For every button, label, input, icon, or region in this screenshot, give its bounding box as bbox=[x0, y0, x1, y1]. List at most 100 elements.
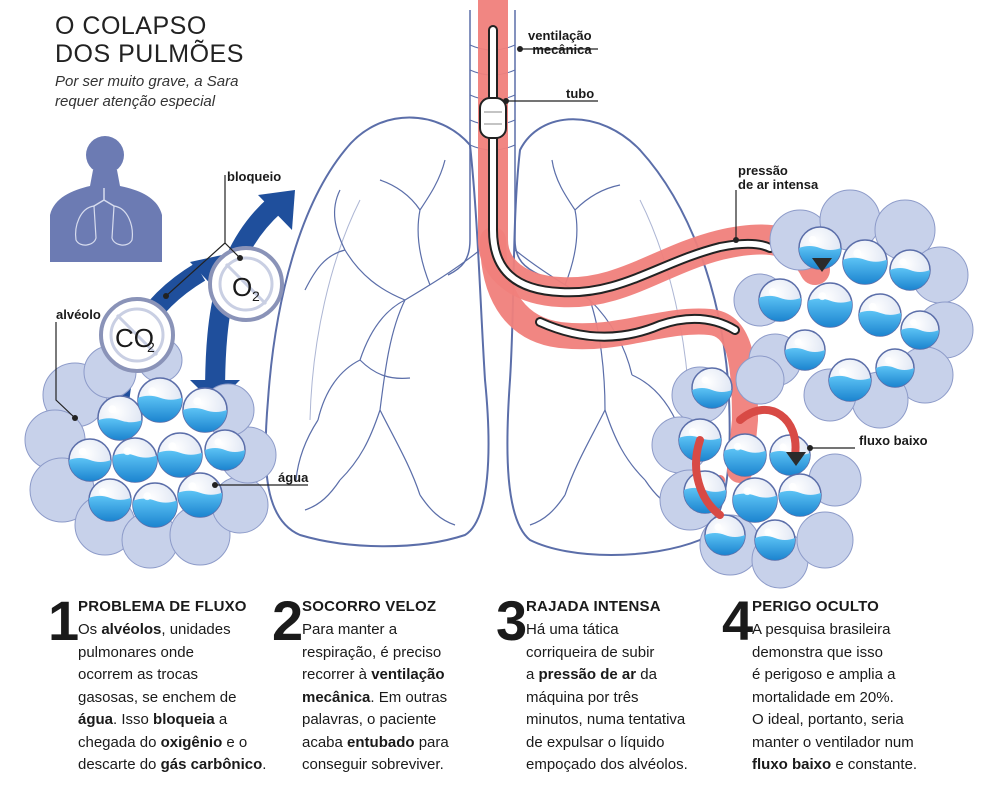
label-ventilacao-line-2: mecânica bbox=[532, 42, 592, 57]
step-body: A pesquisa brasileira demonstra que isso é… bbox=[752, 619, 917, 777]
alveolus-ball bbox=[858, 293, 902, 337]
label-pressao-line-2: de ar intensa bbox=[738, 177, 819, 192]
alveolus-ball bbox=[758, 278, 802, 322]
label-bloqueio: bloqueio bbox=[227, 169, 282, 184]
bronchial-tree-left bbox=[295, 159, 481, 526]
alveolus-ball bbox=[828, 358, 872, 402]
step-body-line: Para manter a bbox=[302, 621, 398, 638]
co2-subscript: 2 bbox=[147, 339, 155, 355]
step-body-line: a pressão de ar da bbox=[526, 666, 657, 683]
leader-dots bbox=[72, 46, 813, 488]
step-body-line: é perigoso e amplia a bbox=[752, 666, 896, 683]
step-body-line: corriqueira de subir bbox=[526, 643, 655, 661]
step-body-line: água. Isso bloqueia a bbox=[78, 711, 228, 728]
step-body-line: chegada do oxigênio e o bbox=[78, 733, 248, 751]
label-alveolo: alvéolo bbox=[56, 307, 101, 322]
o2-subscript: 2 bbox=[252, 288, 260, 304]
step-body: Para manter a respiração, é preciso recorr… bbox=[302, 619, 449, 777]
step-body-line: empoçado dos alvéolos. bbox=[526, 756, 688, 773]
page-subtitle: Por ser muito grave, a Sara requer atenç… bbox=[55, 72, 245, 112]
step-number: 2 bbox=[272, 589, 304, 652]
alveolus-ball bbox=[875, 348, 915, 388]
alveolus-ball bbox=[88, 478, 132, 522]
alveoli-balls-left bbox=[68, 377, 246, 528]
alveolus-ball bbox=[112, 437, 158, 483]
title-line-1: O COLAPSO bbox=[55, 12, 207, 40]
step-body-line: respiração, é preciso bbox=[302, 643, 442, 661]
title-line-2: DOS PULMÕES bbox=[55, 40, 244, 68]
step-body-line: A pesquisa brasileira bbox=[752, 621, 891, 638]
alveolus-ball bbox=[842, 239, 888, 285]
label-pressao: pressão de ar intensa bbox=[738, 164, 818, 192]
person-silhouette-icon bbox=[50, 136, 162, 262]
step-body-line: gasosas, se enchem de bbox=[78, 688, 237, 706]
step-body-line: demonstra que isso bbox=[752, 643, 883, 661]
alveolus-ball bbox=[778, 473, 822, 517]
alveoli-balls-right-top bbox=[758, 226, 940, 402]
step-heading: SOCORRO VELOZ bbox=[302, 598, 437, 615]
step-body-line: recorrer à ventilação bbox=[302, 666, 445, 683]
alveoli-balls-right-bottom bbox=[678, 367, 822, 561]
step-body-line: ocorrem as trocas bbox=[78, 666, 199, 683]
label-pressao-line-1: pressão bbox=[738, 163, 788, 178]
step-body: Os alvéolos, unidades pulmonares onde ocor… bbox=[78, 619, 266, 777]
label-tubo: tubo bbox=[566, 86, 595, 101]
subtitle-line-2: requer atenção especial bbox=[55, 93, 216, 110]
label-ventilacao-line-1: ventilação bbox=[528, 28, 592, 43]
tube-cuff bbox=[479, 97, 507, 139]
step-body-line: máquina por três bbox=[526, 688, 639, 706]
alveolus-ball bbox=[784, 329, 826, 371]
alveolus-ball bbox=[204, 429, 246, 471]
step-number: 1 bbox=[48, 589, 80, 652]
step-body: Há uma tática corriqueira de subir a press… bbox=[526, 619, 688, 777]
step-body-line: O ideal, portanto, seria bbox=[752, 711, 904, 728]
co2-blocked-icon bbox=[99, 297, 175, 373]
alveolus-ball bbox=[68, 438, 112, 482]
step-body-line: descarte do gás carbônico. bbox=[78, 756, 267, 773]
co2-label: CO bbox=[115, 323, 154, 353]
alveolus-ball bbox=[691, 367, 733, 409]
subtitle-line-1: Por ser muito grave, a Sara bbox=[55, 73, 239, 90]
alveolus-ball bbox=[177, 472, 223, 518]
arrow-head-icon bbox=[812, 258, 832, 272]
o2-blocked-icon bbox=[208, 246, 284, 322]
step-heading: RAJADA INTENSA bbox=[526, 598, 661, 615]
step-body-line: Os alvéolos, unidades bbox=[78, 621, 231, 638]
step-heading: PERIGO OCULTO bbox=[752, 598, 880, 615]
alveolus-ball bbox=[754, 519, 796, 561]
step-body-line: pulmonares onde bbox=[78, 643, 194, 661]
step-body-line: mecânica. Em outras bbox=[302, 688, 448, 706]
o2-label: O bbox=[232, 272, 252, 302]
arrow-head-icon bbox=[786, 452, 806, 466]
step-body-line: conseguir sobreviver. bbox=[302, 756, 444, 773]
step-number: 3 bbox=[496, 589, 528, 652]
alveolus-ball bbox=[97, 395, 143, 441]
ventilator-tube bbox=[488, 25, 775, 342]
step-body-line: minutos, numa tentativa bbox=[526, 711, 686, 728]
alveolus-ball bbox=[807, 282, 853, 328]
alveolus-ball bbox=[732, 477, 778, 523]
alveolus-ball bbox=[157, 432, 203, 478]
label-ventilacao: ventilação mecânica bbox=[528, 29, 592, 57]
step-body-line: manter o ventilador num bbox=[752, 733, 914, 751]
step-body-line: acaba entubado para bbox=[302, 733, 449, 751]
alveolus-ball bbox=[900, 310, 940, 350]
page-title: O COLAPSO DOS PULMÕES bbox=[55, 12, 244, 68]
step-body-line: mortalidade em 20%. bbox=[752, 688, 894, 706]
alveolus-ball bbox=[132, 482, 178, 528]
step-body-line: fluxo baixo e constante. bbox=[752, 756, 918, 773]
step-body-line: palavras, o paciente bbox=[302, 711, 437, 728]
label-leader-lines bbox=[55, 48, 855, 486]
label-fluxo-baixo: fluxo baixo bbox=[859, 433, 928, 448]
alveolus-ball bbox=[137, 377, 183, 423]
alveolus-ball bbox=[182, 387, 228, 433]
step-body-line: Há uma tática bbox=[526, 621, 619, 638]
alveolus-ball bbox=[723, 433, 767, 477]
alveolus-ball bbox=[889, 249, 931, 291]
alveolus-ball bbox=[704, 514, 746, 556]
step-body-line: de expulsar o líquido bbox=[526, 733, 665, 751]
low-flow-arrows bbox=[692, 405, 800, 519]
step-number: 4 bbox=[722, 589, 754, 652]
step-heading: PROBLEMA DE FLUXO bbox=[78, 598, 247, 615]
